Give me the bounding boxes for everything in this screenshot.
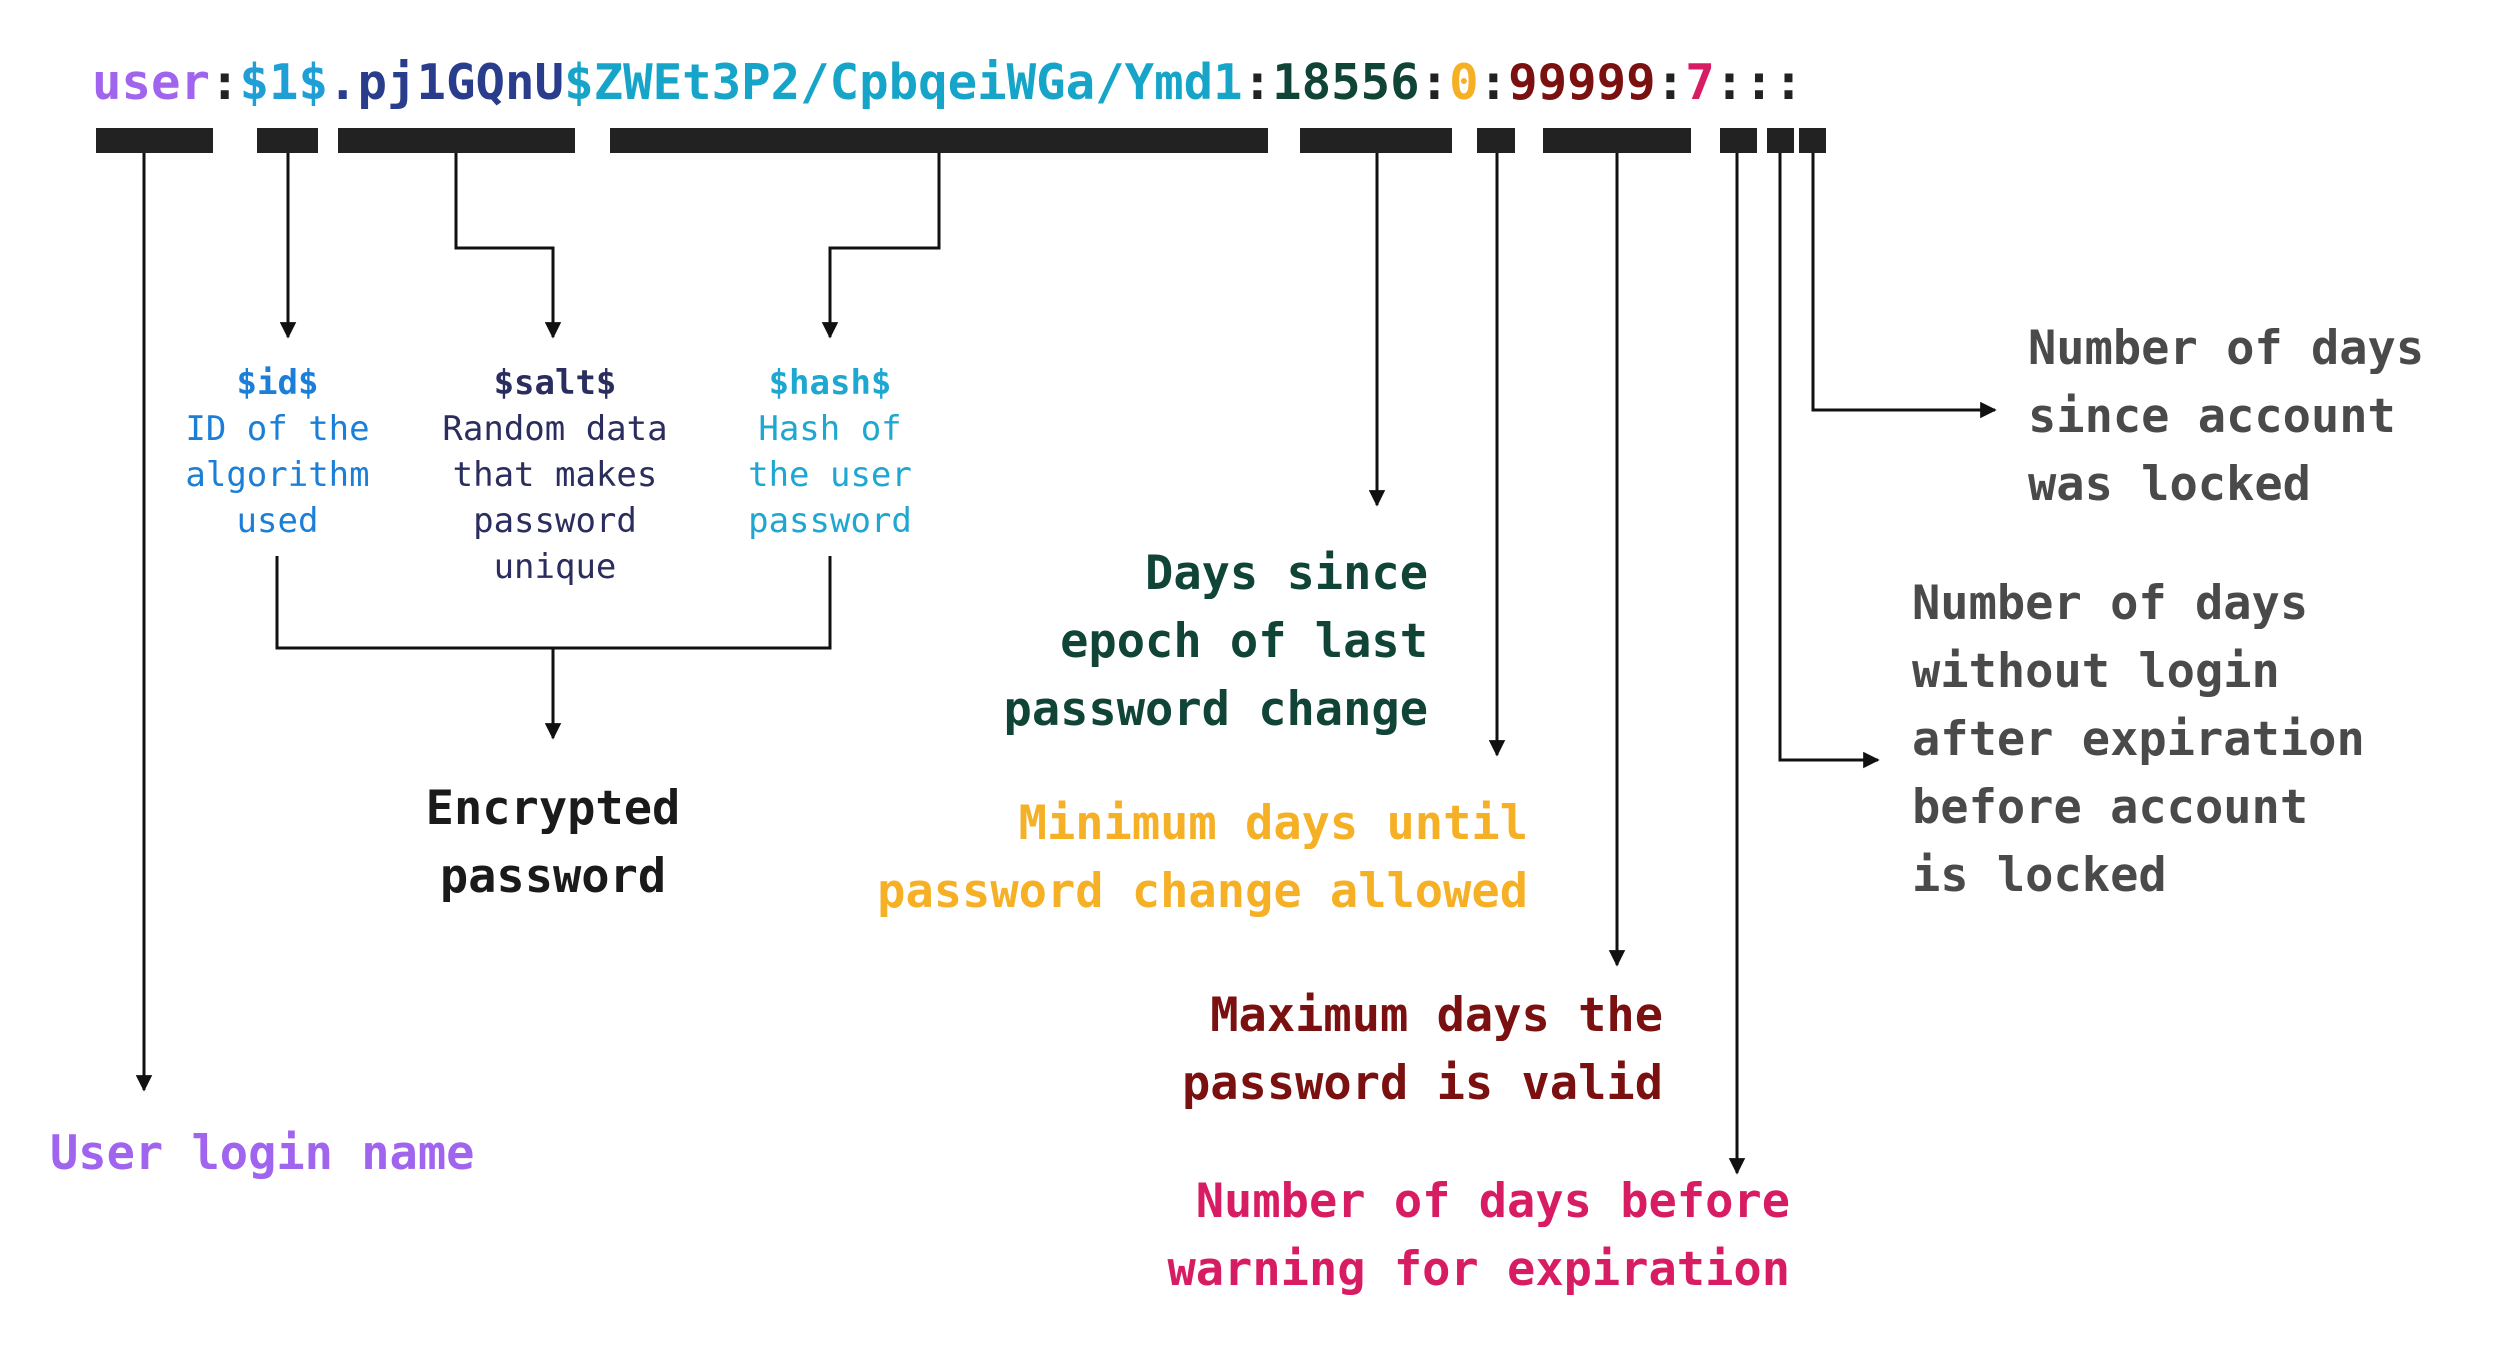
- underline-hash: [610, 128, 1268, 153]
- label-locked-days: Number of days since account was locked: [2028, 321, 2425, 512]
- field-max-days: 99999: [1508, 54, 1656, 111]
- arrow-locked: [1811, 153, 1997, 419]
- arrow-hash: [821, 153, 941, 339]
- field-separator: :: [210, 54, 240, 111]
- salt-text: Random data that makes password unique: [442, 409, 668, 587]
- field-username: user: [92, 54, 211, 111]
- arrow-salt: [454, 153, 562, 339]
- id-text: ID of the algorithm used: [185, 409, 370, 541]
- label-minimum-days: Minimum days until password change allow…: [877, 796, 1528, 919]
- underline-lastchg: [1300, 128, 1452, 153]
- label-inactive-days: Number of days without login after expir…: [1912, 576, 2365, 903]
- underline-id: [257, 128, 318, 153]
- field-warn-days: 7: [1685, 54, 1715, 111]
- field-separator: :: [1478, 54, 1509, 111]
- arrow-encrypted: [275, 556, 832, 738]
- label-encrypted-password: Encrypted password: [425, 781, 681, 904]
- field-underline-bars: [96, 128, 1826, 153]
- connector-arrows: [135, 153, 1997, 1175]
- hash-title: $hash$: [768, 363, 892, 403]
- underline-expire: [1799, 128, 1826, 153]
- id-description: $id$ ID of the algorithm used: [170, 360, 385, 544]
- shadow-entry-line: user:$1$.pj1GQnU$ZWEt3P2/CpbqeiWGa/Ymd1:…: [92, 58, 1803, 107]
- underline-warn: [1720, 128, 1757, 153]
- label-warning-days: Number of days before warning for expira…: [1167, 1174, 1790, 1297]
- label-maximum-days: Maximum days the password is valid: [1181, 988, 1663, 1111]
- field-algorithm-id: $1$: [239, 54, 329, 111]
- field-hash: $ZWEt3P2/CpbqeiWGa/Ymd1: [564, 54, 1243, 111]
- field-separator: :: [1419, 54, 1450, 111]
- hash-description: $hash$ Hash of the user password: [720, 360, 940, 544]
- salt-title: $salt$: [493, 363, 617, 403]
- underline-user: [96, 128, 213, 153]
- field-separator: :: [1242, 54, 1273, 111]
- hash-text: Hash of the user password: [748, 409, 912, 541]
- field-min-days: 0: [1449, 54, 1479, 111]
- underline-salt: [338, 128, 575, 153]
- field-last-change: 18556: [1272, 54, 1420, 111]
- field-trailing-separators: :::: [1714, 54, 1804, 111]
- label-days-since-change: Days since epoch of last password change: [1003, 546, 1428, 737]
- underline-min: [1477, 128, 1515, 153]
- id-title: $id$: [236, 363, 319, 403]
- arrow-inactive: [1778, 153, 1880, 769]
- underline-inactive: [1767, 128, 1794, 153]
- underline-max: [1543, 128, 1691, 153]
- field-salt: .pj1GQnU: [328, 54, 565, 111]
- field-separator: :: [1655, 54, 1686, 111]
- salt-description: $salt$ Random data that makes password u…: [420, 360, 690, 590]
- label-user-login-name: User login name: [50, 1126, 475, 1181]
